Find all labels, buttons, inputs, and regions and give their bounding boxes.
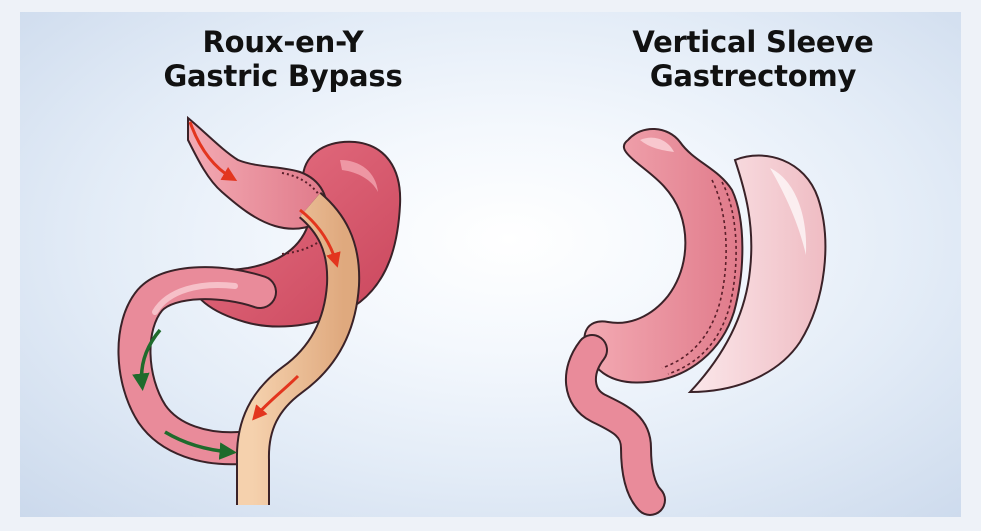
gastric-bypass-illustration [134,118,400,505]
sleeve-gastrectomy-illustration [581,129,825,503]
sleeve-stomach-body [584,129,742,383]
